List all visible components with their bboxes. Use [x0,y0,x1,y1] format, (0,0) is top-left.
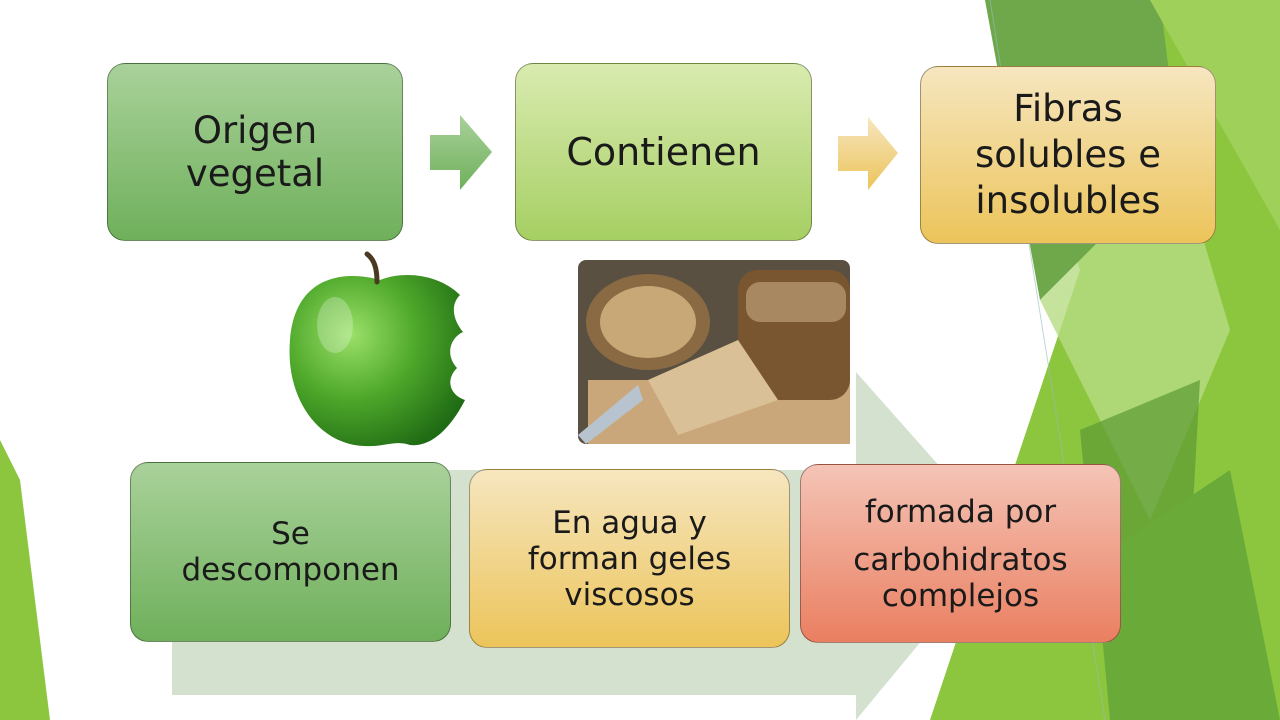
node-text-line: Se [271,516,310,552]
node-text-line: En agua y [552,504,707,541]
node-text-line: forman geles [527,540,732,577]
bread-image [578,260,850,444]
node-text-line: carbohidratos [853,541,1068,578]
node-text-line: Contienen [566,130,761,174]
left-accent-shape [0,440,50,720]
node-text-line: formada por [864,493,1057,530]
node-text-line: descomponen [181,552,400,588]
node-text-line: viscosos [564,576,695,613]
node-fibras: Fibras solubles e insolubles [920,66,1216,244]
right-accent-shape-bottom [1095,470,1280,720]
right-arrow-icon [838,117,898,190]
apple-image [289,251,465,447]
node-text-line: insolubles [975,179,1161,222]
right-arrow-icon [430,115,492,190]
node-en-agua: En agua y forman geles viscosos [469,469,790,648]
node-text-line: vegetal [185,152,325,195]
node-text-line: Origen [192,109,318,152]
node-text-line: solubles e [975,133,1161,176]
node-origen-vegetal: Origen vegetal [107,63,403,241]
node-contienen: Contienen [515,63,812,241]
node-formada-por: formada por carbohidratos complejos [800,464,1121,643]
node-se-descomponen: Se descomponen [130,462,451,642]
node-text-line: complejos [881,577,1040,614]
node-text-line: Fibras [1013,87,1123,130]
